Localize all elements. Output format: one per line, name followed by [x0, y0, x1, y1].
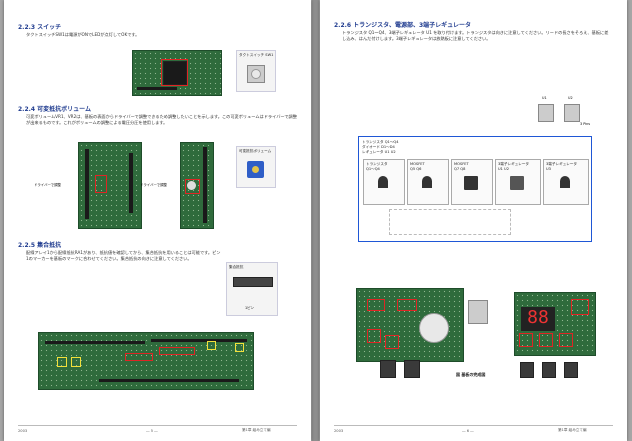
photo-resistor-array: 集合抵抗 1ピン	[226, 262, 278, 316]
label-volume-b: ドライバーで調整	[140, 183, 167, 187]
section-title-volume: 2.2.4 可変抵抗ボリューム	[18, 106, 91, 113]
regulator-icon	[510, 176, 524, 190]
document-page-right: 2.2.6 トランジスタ、電源部、3端子レギュレータ トランジスタ Q1〜Q4、…	[320, 0, 627, 441]
transistor-icon	[380, 360, 396, 378]
section-text-transistor: トランジスタ Q1〜Q4、3端子レギュレータ U1 を取り付けます。トランジスタ…	[342, 30, 609, 41]
pinout-diagram	[389, 209, 511, 235]
regulator-icon	[538, 104, 554, 122]
component-cell: 3端子レギュレータ U3	[543, 159, 589, 205]
transistor-icon	[378, 176, 388, 188]
pcb-photo-resistor-array	[38, 332, 254, 390]
seven-seg-display: 88	[521, 307, 555, 331]
document-page-left: 2.2.3 スイッチ タクトスイッチSW1は電源がONでLEDが点灯してOKです…	[4, 0, 311, 441]
section-title-resistor-array: 2.2.5 集合抵抗	[18, 242, 62, 249]
section-text-switch: タクトスイッチSW1は電源がONでLEDが点灯してOKです。	[26, 32, 140, 37]
photo-volume: 可変抵抗ボリューム	[236, 146, 276, 188]
transistor-icon	[520, 362, 534, 378]
pcb-photo-volume-a	[78, 142, 142, 229]
photo-regulators: U1 U2 3 Pins	[534, 96, 592, 134]
transistor-icon	[404, 360, 420, 378]
component-cell: MOSFET Q5 Q6	[407, 159, 449, 205]
transistor-icon	[564, 362, 578, 378]
footer-left: 2003	[18, 429, 28, 433]
buzzer-icon	[419, 313, 449, 343]
mosfet-icon	[464, 176, 478, 190]
resistor-array-icon	[233, 277, 273, 287]
pcb-photo-transistor-a	[356, 288, 464, 362]
section-text-volume: 可変ボリュームVR1、VR2は、基板の表面からドライバーで調整できるため調整した…	[26, 114, 297, 125]
section-title-switch: 2.2.3 スイッチ	[18, 24, 62, 31]
footer-right: 第1章 組み立て編	[558, 428, 587, 432]
page-gutter	[312, 0, 319, 441]
transistor-icon	[542, 362, 556, 378]
component-cell: 3端子レギュレータ U1 U2	[495, 159, 541, 205]
page-number: ― 5 ―	[146, 429, 158, 433]
pcb-photo-switch	[132, 50, 222, 96]
highlight-box	[161, 59, 188, 86]
page-number: ― 6 ―	[462, 429, 474, 433]
mosfet-icon	[422, 176, 432, 188]
photo-caption: 可変抵抗ボリューム	[239, 149, 272, 153]
section-title-transistor: 2.2.6 トランジスタ、電源部、3端子レギュレータ	[334, 22, 472, 29]
photo-tact-switch: タクトスイッチ SW1	[236, 50, 276, 92]
photo-regulator-heatsink	[468, 300, 488, 324]
photo-caption: タクトスイッチ SW1	[239, 53, 274, 57]
figure-caption: 図 基板の完成図	[456, 372, 486, 377]
component-cell: MOSFET Q7 Q8	[451, 159, 493, 205]
pcb-photo-transistor-b: 88	[514, 292, 596, 356]
label-volume-a: ドライバーで調整	[34, 183, 61, 187]
photo-caption: 集合抵抗	[229, 265, 244, 269]
chip-label: 1ピン	[245, 306, 254, 310]
section-text-resistor-array: 配線アレイ1から配線抵抗RA1があり、抵抗値を確認してから、集合抵抗を用いること…	[26, 250, 221, 261]
pcb-photo-volume-b	[180, 142, 214, 229]
component-table: トランジスタ Q1〜Q4 ダイオード D1〜D4 レギュレータ U1 U2 トラ…	[358, 136, 592, 242]
footer-right: 第1章 組み立て編	[242, 428, 271, 432]
regulator-icon	[564, 104, 580, 122]
component-cell: トランジスタ Q1〜Q4	[363, 159, 405, 205]
footer-left: 2003	[334, 429, 344, 433]
regulator-icon	[560, 176, 570, 188]
